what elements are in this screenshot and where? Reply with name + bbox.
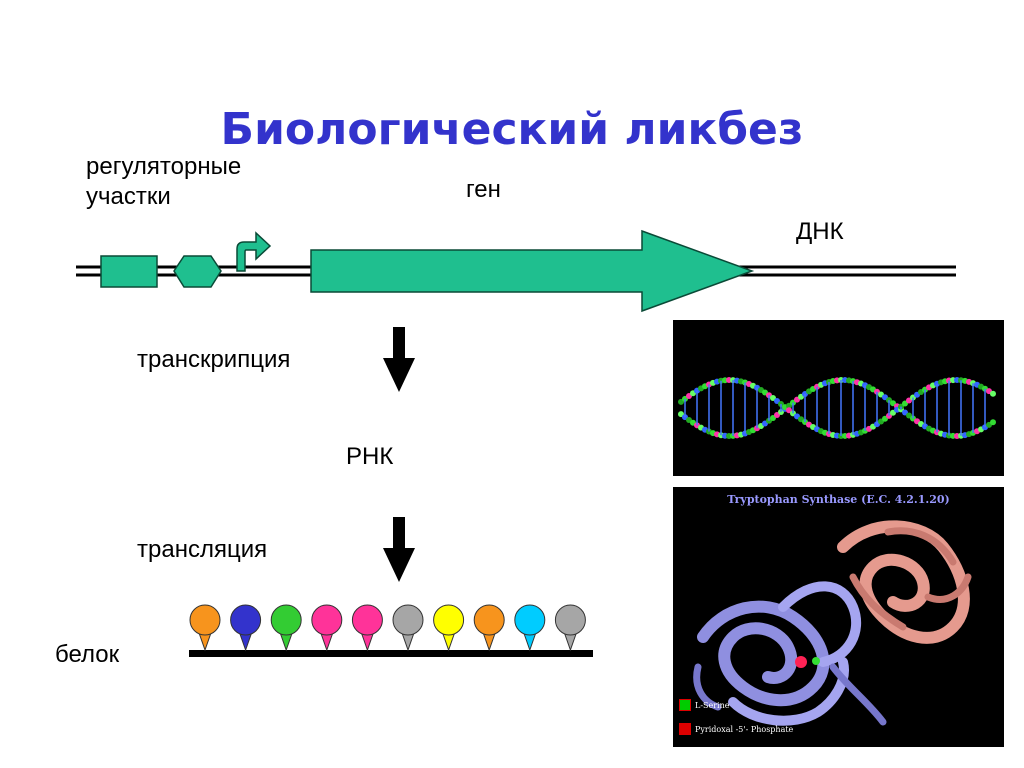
legend-pyridoxal-phosphate: Pyridoxal -5'- Phosphate <box>679 723 793 735</box>
amino-acid-bead <box>270 604 302 652</box>
amino-acid-bead <box>230 604 262 652</box>
amino-acid-bead <box>392 604 424 652</box>
amino-acid-bead <box>433 604 465 652</box>
translation-label: трансляция <box>137 536 268 563</box>
legend-l-serine: L-Serine <box>679 699 730 711</box>
amino-acid-bead <box>311 604 343 652</box>
rna-label: РНК <box>346 443 394 470</box>
transcription-label: транскрипция <box>137 346 291 373</box>
regulatory-label-line2: участки <box>86 183 171 210</box>
regulatory-label: регуляторные участки <box>86 152 241 212</box>
amino-acid-bead <box>514 604 546 652</box>
amino-acid-bead <box>351 604 383 652</box>
protein-label: белок <box>55 641 120 668</box>
transcription-arrow-icon <box>383 327 415 392</box>
translation-arrow-icon <box>383 517 415 582</box>
amino-acid-bead <box>473 604 505 652</box>
legend-l-serine-label: L-Serine <box>695 700 730 710</box>
l-serine-swatch-icon <box>679 699 691 711</box>
amino-acid-bead <box>554 604 586 652</box>
protein-ribbon-icon <box>693 520 972 726</box>
legend-pyridoxal-phosphate-label: Pyridoxal -5'- Phosphate <box>695 724 794 734</box>
gene-label: ген <box>466 176 501 203</box>
slide-title: Биологический ликбез <box>220 104 804 155</box>
regulatory-box <box>100 255 158 288</box>
amino-acid-bead <box>189 604 221 652</box>
dna-label: ДНК <box>796 218 844 245</box>
protein-beads <box>189 604 586 652</box>
protein-structure-image: Tryptophan Synthase (E.C. 4.2.1.20) L-Se… <box>673 487 1004 747</box>
protein-image-caption: Tryptophan Synthase (E.C. 4.2.1.20) <box>727 493 950 506</box>
promoter-arrow-icon <box>236 231 272 272</box>
dna-helix-icon <box>678 377 996 439</box>
regulatory-hexagon <box>173 255 222 288</box>
gene-arrow <box>310 229 755 313</box>
dna-helix-image <box>673 320 1004 476</box>
pyridoxal-phosphate-swatch-icon <box>679 723 691 735</box>
protein-backbone <box>189 650 593 657</box>
regulatory-label-line1: регуляторные <box>86 153 242 180</box>
